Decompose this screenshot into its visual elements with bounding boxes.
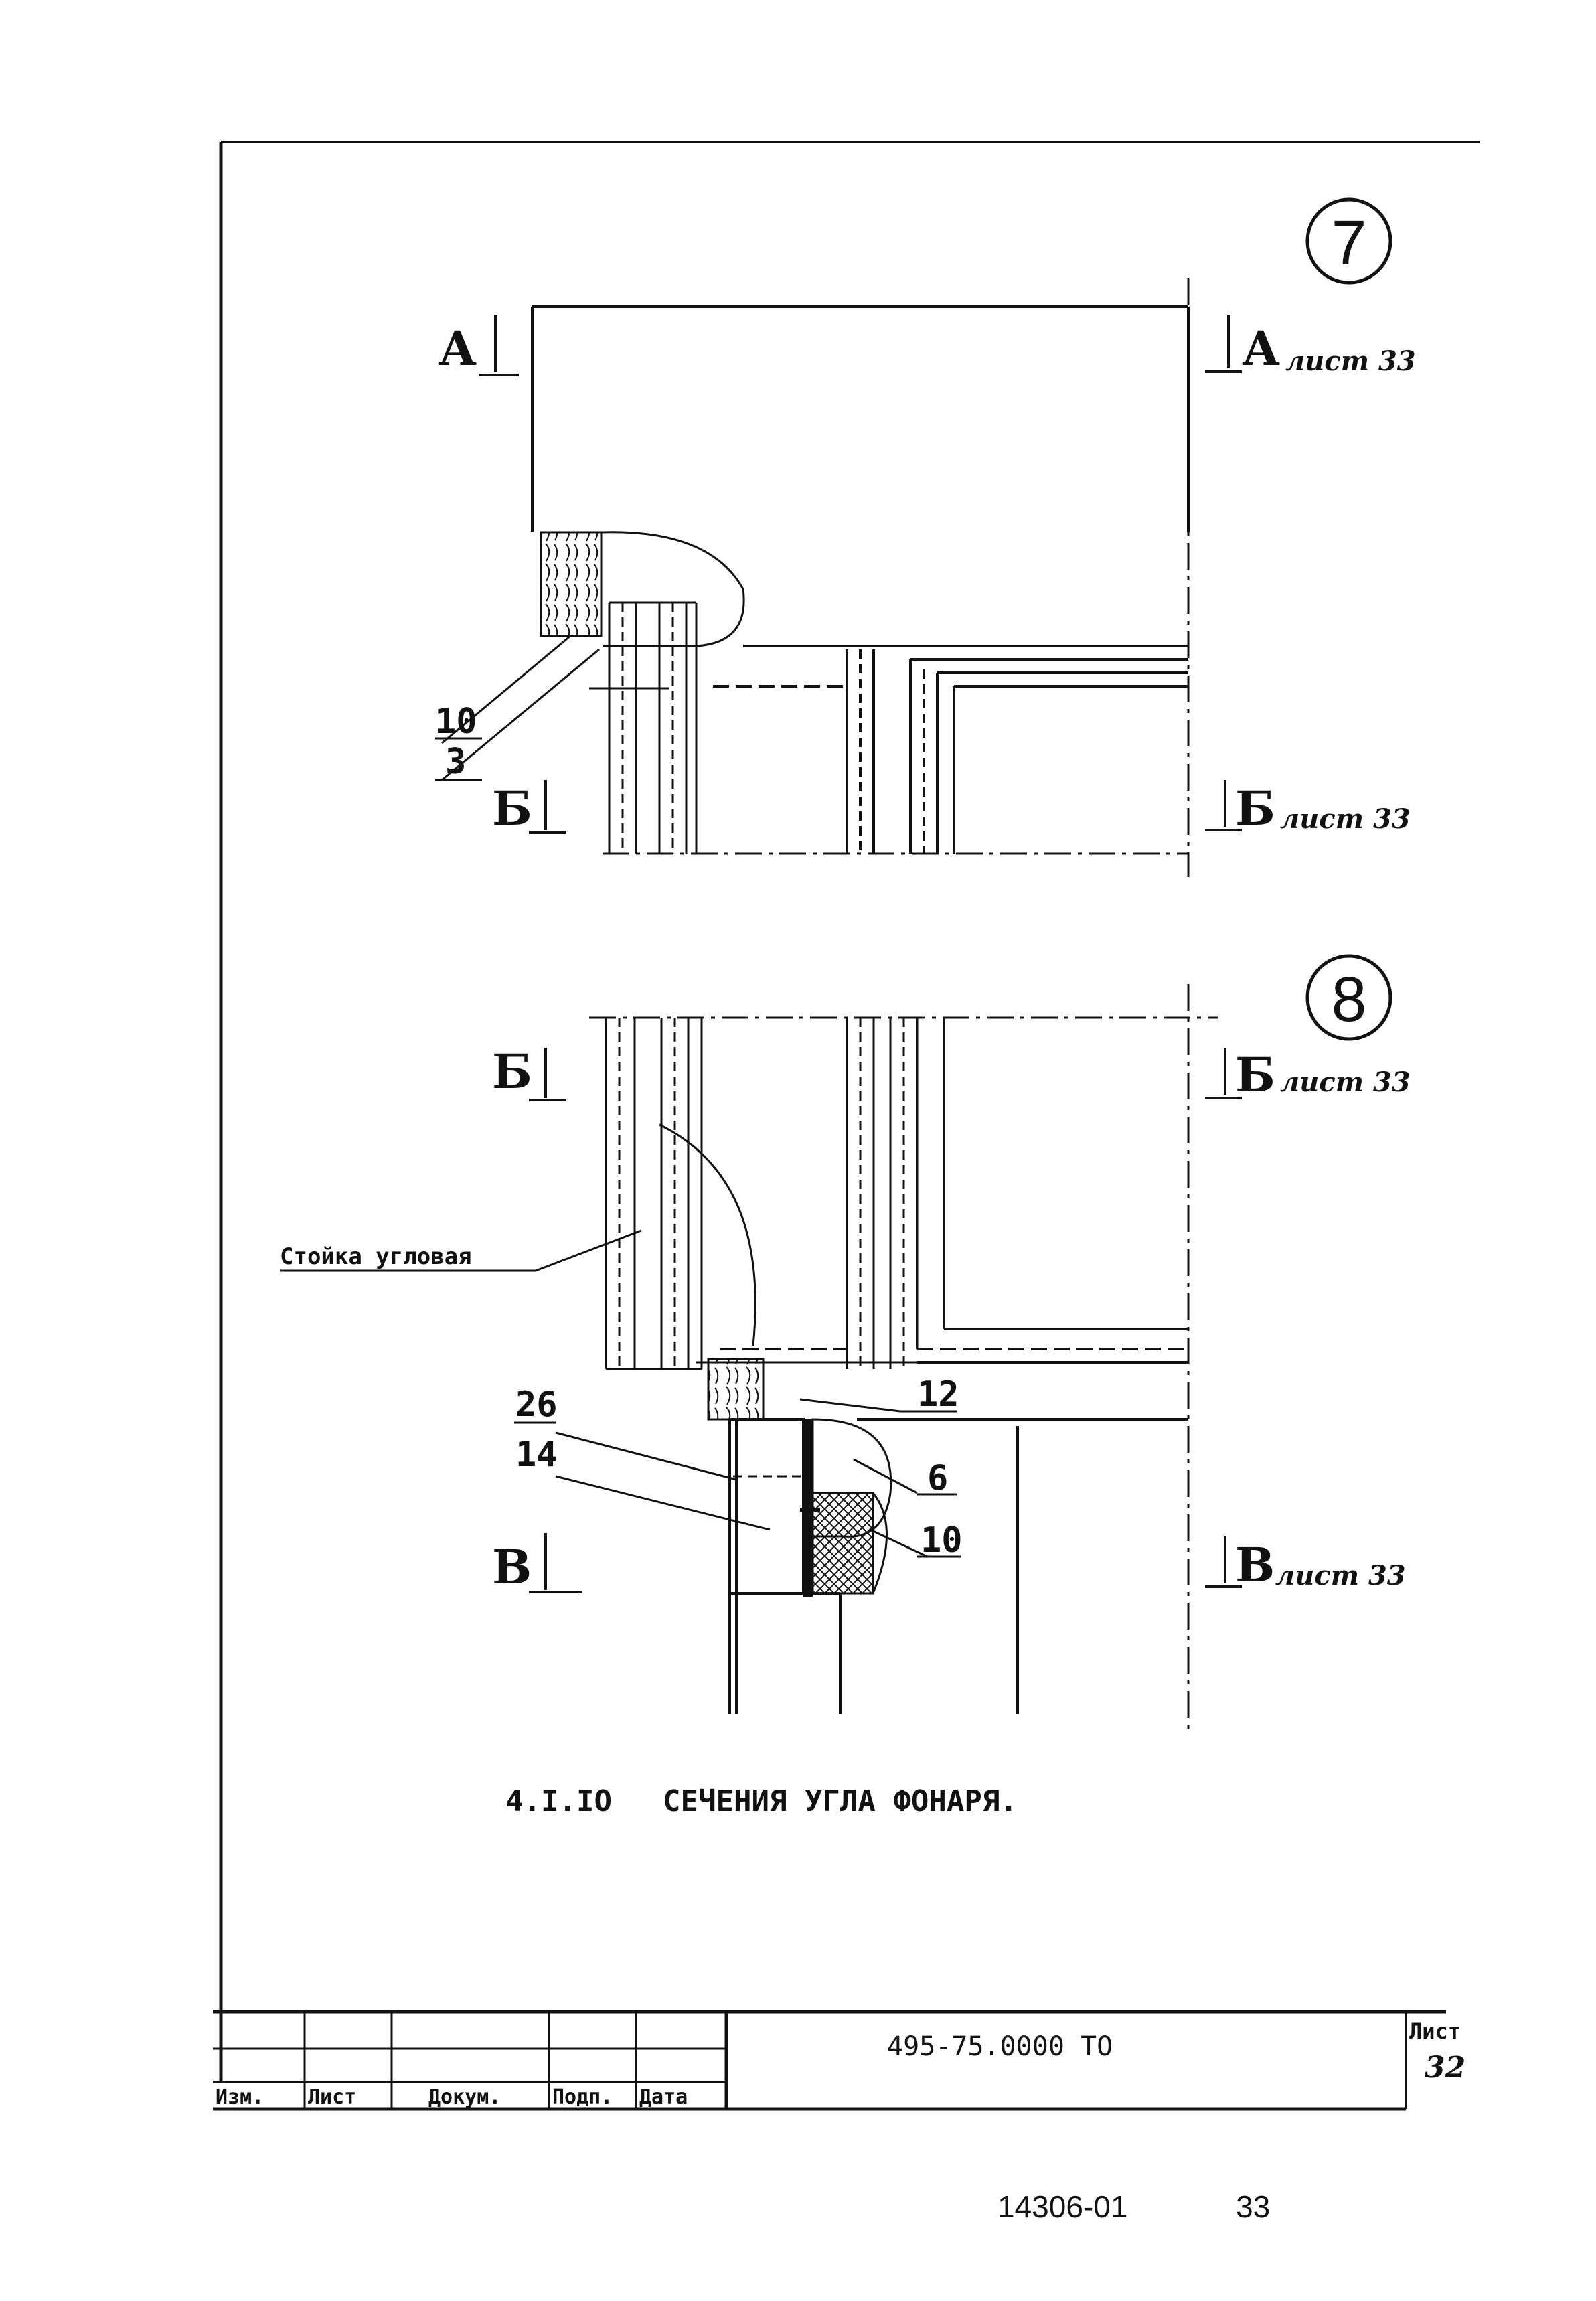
caption-number: 4.I.IO [505, 1784, 612, 1818]
detail-7-section-a-left: А [438, 321, 477, 376]
title-col-dokum: Докум. [428, 2085, 501, 2109]
detail-7-number: 7 [1332, 208, 1367, 279]
detail-7-callout-3: 3 [445, 742, 466, 782]
footer-page: 33 [1236, 2189, 1270, 2224]
detail-8-section-v-right: В [1235, 1537, 1275, 1593]
title-col-list: Лист [308, 2085, 356, 2109]
detail-8-callout-10: 10 [921, 1520, 963, 1561]
detail-8-sheet-ref-v: лист 33 [1275, 1560, 1406, 1591]
title-col-data: Дата [639, 2085, 688, 2109]
detail-8-callout-26: 26 [515, 1384, 558, 1425]
detail-8-callout-14: 14 [515, 1435, 558, 1475]
detail-8-callout-12: 12 [917, 1374, 959, 1415]
sheet-frame [219, 141, 1480, 2082]
detail-8-crosshatch [811, 1492, 874, 1595]
detail-8-section-b-left: Б [492, 1044, 532, 1099]
detail-8-number: 8 [1332, 964, 1367, 1035]
sheet-number: 32 [1425, 2051, 1465, 2085]
footer-code: 14306-01 [998, 2189, 1127, 2224]
detail-8-post-label: Стойка угловая [280, 1243, 472, 1270]
sheet-label: Лист [1409, 2018, 1461, 2044]
detail-7-callout-10: 10 [435, 702, 477, 742]
document-code: 495-75.0000 ТО [887, 2031, 1113, 2062]
detail-8: 8 [280, 954, 1411, 1734]
detail-8-marker [1305, 954, 1392, 1041]
caption-text: СЕЧЕНИЯ УГЛА ФОНАРЯ. [663, 1784, 1018, 1818]
detail-7-section-b-left: Б [492, 781, 532, 836]
detail-7-sheet-ref-a: лист 33 [1285, 345, 1416, 377]
detail-7-section-a-right: А [1242, 321, 1280, 376]
detail-8-seal [707, 1358, 765, 1421]
title-col-podp: Подп. [552, 2085, 613, 2109]
detail-8-callout-6: 6 [927, 1458, 948, 1498]
detail-8-section-b-right: Б [1235, 1047, 1275, 1103]
detail-7-section-b-right: Б [1235, 781, 1275, 836]
title-block [213, 2010, 1446, 2111]
detail-8-section-v-left: В [492, 1539, 532, 1595]
detail-7-sheet-ref-b: лист 33 [1280, 803, 1411, 835]
title-col-izm: Изм. [216, 2085, 264, 2109]
detail-7-seal [540, 531, 603, 637]
detail-8-sheet-ref-b: лист 33 [1280, 1066, 1411, 1098]
detail-7: 7 [435, 197, 1416, 877]
detail-7-marker [1305, 197, 1392, 285]
